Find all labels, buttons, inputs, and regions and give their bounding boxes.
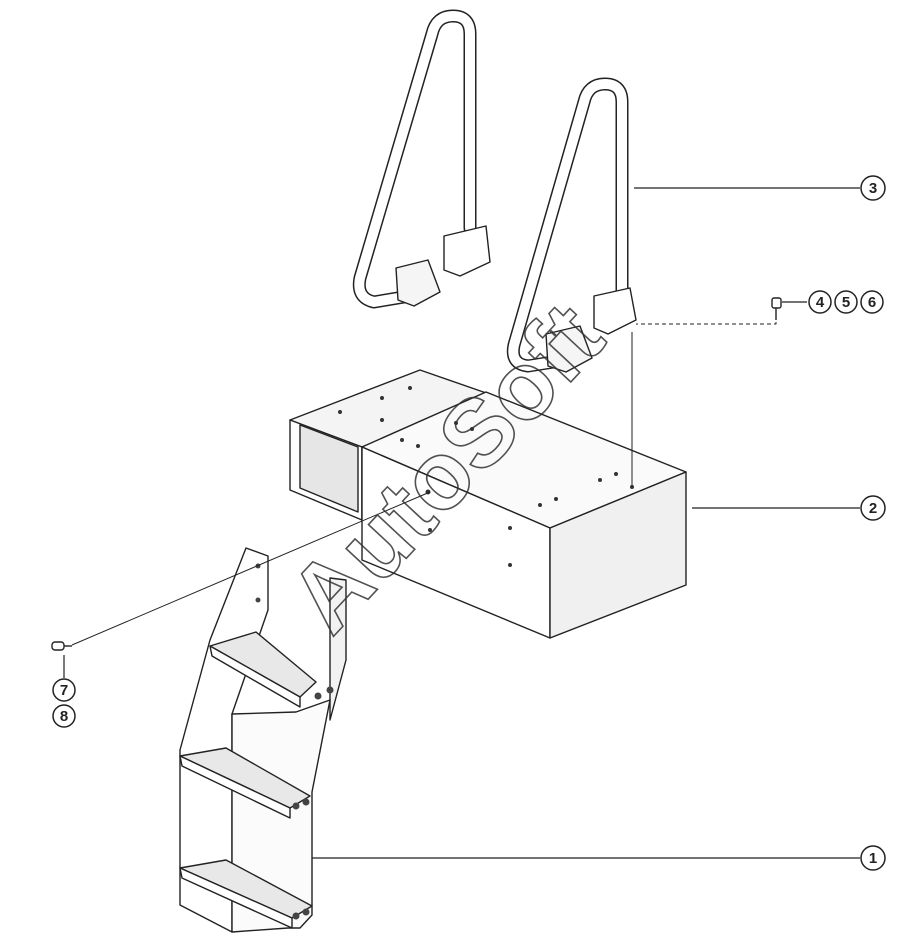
svg-text:6: 6 [868,294,876,311]
ladder-step-bottom [179,859,313,929]
svg-text:8: 8 [60,708,68,725]
bolt-4-5-6 [771,297,782,320]
svg-text:7: 7 [60,682,68,699]
callout-4: 4 [808,290,832,314]
svg-text:1: 1 [869,850,877,867]
ladder-step-top [209,631,317,708]
handrail-right [506,77,637,373]
callout-8: 8 [52,704,76,728]
callout-7: 7 [52,678,76,702]
svg-text:5: 5 [842,294,850,311]
callout-1: 1 [860,845,886,871]
svg-text:4: 4 [816,294,825,311]
callout-5: 5 [834,290,858,314]
handrail-left [352,9,491,309]
assembly-lines [71,322,777,646]
callouts: 3 4 5 6 2 7 8 1 [52,175,886,871]
ladder-step-middle [179,747,311,819]
svg-text:2: 2 [869,500,877,517]
callout-2: 2 [860,495,886,521]
callout-3: 3 [860,175,886,201]
callout-6: 6 [860,290,884,314]
bolt-7-8 [51,641,72,651]
ladder [179,547,347,933]
leader-lines [63,187,860,859]
svg-text:3: 3 [869,180,877,197]
mounting-box [289,369,687,639]
